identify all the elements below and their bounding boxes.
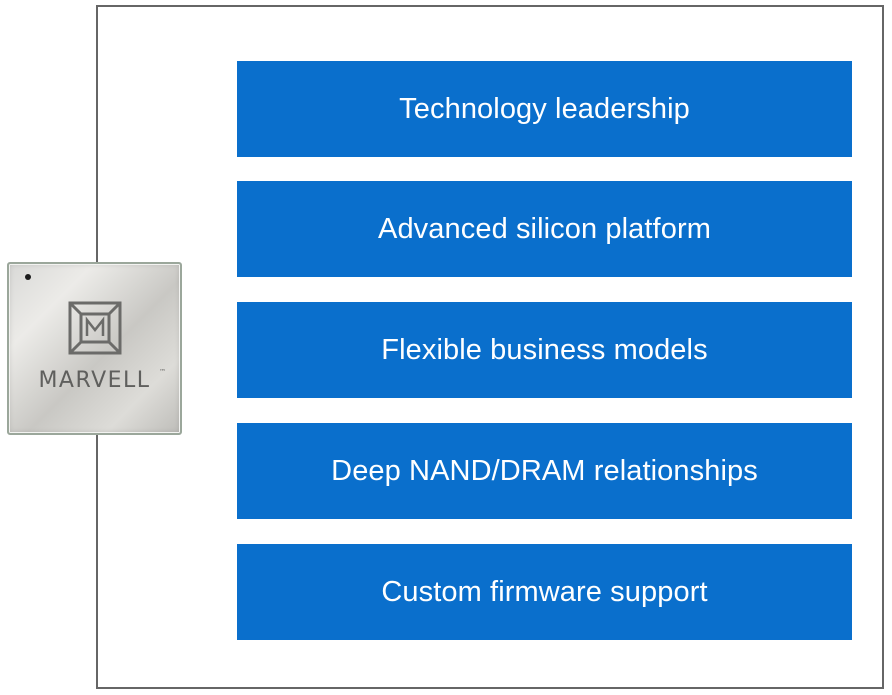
marvell-chip-image: MARVELL ™ [7,262,182,435]
item-box-deep-nand-dram-relationships: Deep NAND/DRAM relationships [237,423,852,519]
chip-pin1-marker [25,274,31,280]
item-box-technology-leadership: Technology leadership [237,61,852,157]
marvell-logo-icon [68,301,122,355]
marvell-wordmark: MARVELL [38,368,151,393]
item-box-custom-firmware-support: Custom firmware support [237,544,852,640]
item-box-advanced-silicon-platform: Advanced silicon platform [237,181,852,277]
trademark-mark: ™ [159,368,166,376]
item-box-flexible-business-models: Flexible business models [237,302,852,398]
